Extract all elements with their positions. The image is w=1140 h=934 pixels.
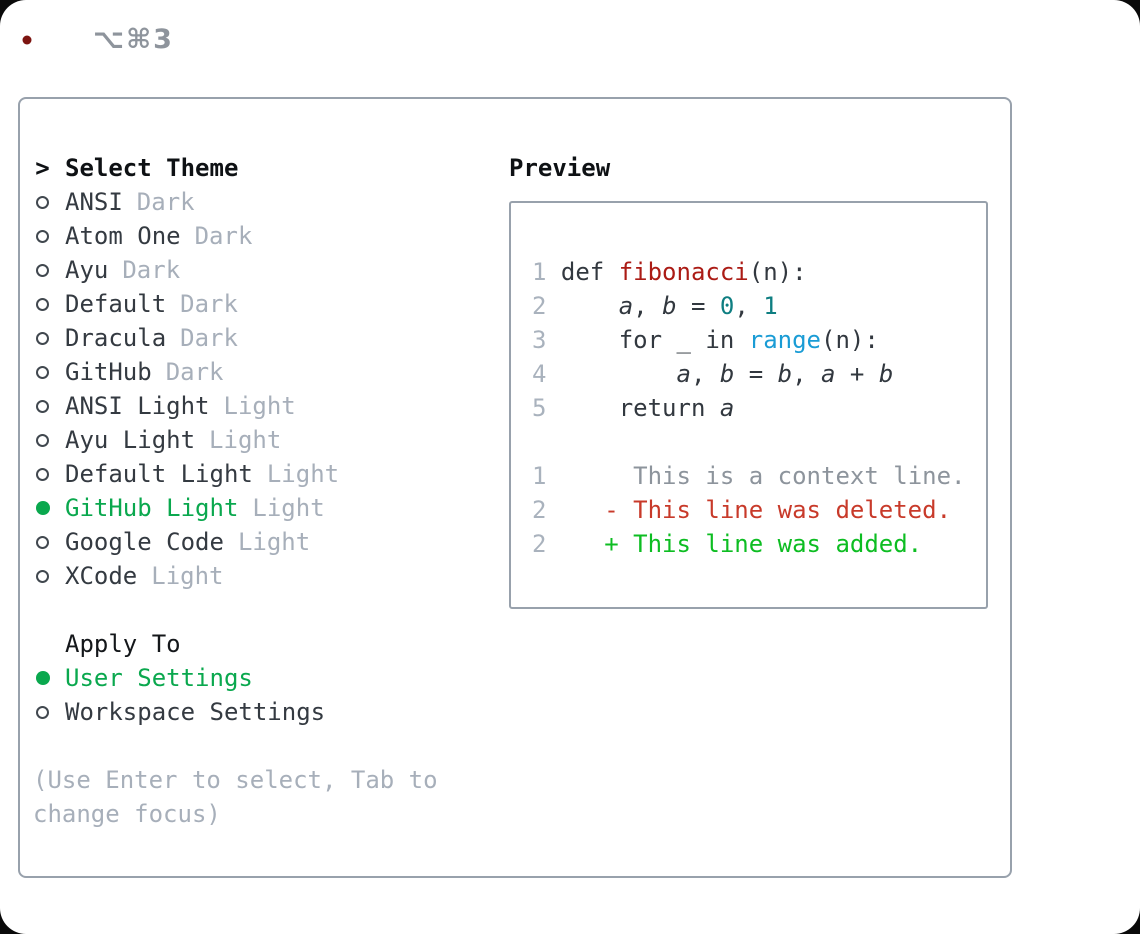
radio-icon — [33, 501, 52, 515]
code-line: 1 def fibonacci(n): — [532, 258, 807, 286]
theme-option-atom-one[interactable]: Atom One Dark — [33, 219, 438, 253]
radio-icon — [33, 705, 52, 719]
variant-tag: Light — [237, 528, 311, 556]
option-label: XCode — [65, 562, 138, 590]
option-label: User Settings — [65, 664, 253, 692]
radio-icon — [33, 195, 52, 209]
select-theme-title: Select Theme — [65, 154, 239, 182]
radio-unselected-icon — [36, 433, 49, 447]
radio-unselected-icon — [36, 569, 49, 583]
theme-option-ayu[interactable]: Ayu Dark — [33, 253, 438, 287]
traffic-lights — [22, 30, 66, 49]
radio-selected-icon — [35, 671, 50, 685]
variant-tag: Light — [151, 562, 224, 590]
preview-box: 1 def fibonacci(n): 2 a, b = 0, 1 3 for _ … — [509, 201, 988, 609]
apply-option-user-settings[interactable]: User Settings — [33, 661, 438, 695]
code-preview: 1 def fibonacci(n): 2 a, b = 0, 1 3 for _ … — [532, 255, 986, 561]
radio-icon — [33, 263, 52, 277]
theme-option-google-code[interactable]: Google Code Light — [33, 525, 438, 559]
radio-unselected-icon — [36, 467, 49, 481]
theme-option-ansi[interactable]: ANSI Dark — [33, 185, 438, 219]
variant-tag: Dark — [180, 290, 238, 318]
theme-option-xcode[interactable]: XCode Light — [33, 559, 438, 593]
variant-tag: Dark — [194, 222, 253, 250]
radio-icon — [33, 535, 52, 549]
radio-unselected-icon — [36, 365, 49, 379]
option-label: ANSI — [65, 188, 123, 216]
apply-option-workspace-settings[interactable]: Workspace Settings — [33, 695, 438, 729]
radio-unselected-icon — [36, 705, 49, 719]
variant-tag: Light — [252, 494, 325, 522]
diff-line-added: 2 + This line was added. — [532, 530, 923, 558]
close-dot-icon — [22, 35, 32, 44]
option-label: Dracula — [65, 324, 167, 352]
option-label: Ayu Light — [65, 426, 196, 454]
variant-tag: Light — [223, 392, 296, 420]
spacer — [33, 593, 438, 627]
theme-option-ayu-light[interactable]: Ayu Light Light — [33, 423, 438, 457]
radio-icon — [33, 331, 52, 345]
variant-tag: Light — [266, 460, 340, 488]
theme-option-default-light[interactable]: Default Light Light — [33, 457, 438, 491]
variant-tag: Dark — [180, 324, 238, 352]
theme-option-github[interactable]: GitHub Dark — [33, 355, 438, 389]
option-label: Ayu — [65, 256, 109, 284]
hint-line: (Use Enter to select, Tab to — [33, 766, 438, 794]
code-line: 5 return a — [532, 394, 735, 422]
theme-option-default[interactable]: Default Dark — [33, 287, 438, 321]
option-label: GitHub — [65, 358, 152, 386]
option-label: Default Light — [65, 460, 253, 488]
diff-line-context: 1 This is a context line. — [532, 462, 966, 490]
option-label: GitHub Light — [65, 494, 239, 522]
radio-unselected-icon — [36, 229, 49, 243]
radio-icon — [33, 671, 52, 685]
code-line: 4 a, b = b, a + b — [532, 360, 894, 388]
blank-line — [532, 425, 986, 459]
radio-unselected-icon — [36, 535, 49, 549]
option-label: Atom One — [65, 222, 181, 250]
window-title: ⌥⌘3 — [93, 24, 174, 55]
apply-to-title: Apply To — [65, 630, 181, 658]
radio-icon — [33, 467, 52, 481]
radio-unselected-icon — [36, 399, 49, 413]
radio-icon — [33, 229, 52, 243]
focus-cursor-icon: > — [35, 154, 50, 182]
preview-column: Preview 1 def fibonacci(n): 2 a, b = 0, 1… — [509, 151, 988, 609]
theme-option-github-light[interactable]: GitHub Light Light — [33, 491, 438, 525]
radio-unselected-icon — [36, 331, 49, 345]
radio-selected-icon — [35, 501, 50, 515]
hint-line: change focus) — [33, 800, 221, 828]
select-theme-header: > Select Theme — [33, 151, 438, 185]
option-label: Google Code — [65, 528, 224, 556]
diff-line-deleted: 2 - This line was deleted. — [532, 496, 952, 524]
option-label: Workspace Settings — [65, 698, 326, 726]
variant-tag: Dark — [136, 188, 195, 216]
code-line: 3 for _ in range(n): — [532, 326, 879, 354]
keyboard-hint: (Use Enter to select, Tab to change focus… — [33, 763, 438, 831]
variant-tag: Light — [209, 426, 282, 454]
theme-option-dracula[interactable]: Dracula Dark — [33, 321, 438, 355]
radio-unselected-icon — [36, 195, 49, 209]
radio-icon — [33, 569, 52, 583]
option-label: Default — [65, 290, 167, 318]
radio-icon — [33, 433, 52, 447]
variant-tag: Dark — [122, 256, 181, 284]
radio-unselected-icon — [36, 297, 49, 311]
radio-icon — [33, 297, 52, 311]
radio-icon — [33, 365, 52, 379]
spacer — [33, 729, 438, 763]
option-label: ANSI Light — [65, 392, 210, 420]
preview-title: Preview — [509, 154, 611, 182]
radio-unselected-icon — [36, 263, 49, 277]
variant-tag: Dark — [165, 358, 224, 386]
apply-to-header: Apply To — [33, 627, 438, 661]
code-line: 2 a, b = 0, 1 — [532, 292, 778, 320]
theme-option-ansi-light[interactable]: ANSI Light Light — [33, 389, 438, 423]
radio-icon — [33, 399, 52, 413]
titlebar: ⌥⌘3 — [22, 24, 174, 55]
